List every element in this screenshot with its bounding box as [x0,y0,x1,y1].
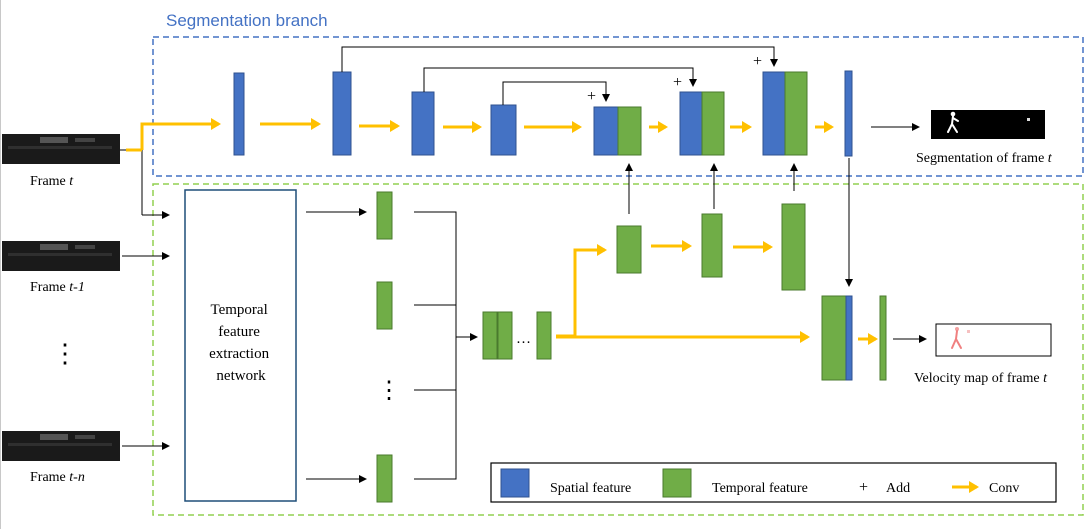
frame-t-label: Frame t [30,174,74,189]
decoder-temporal-3 [784,71,808,156]
velocity-output-image [935,323,1052,357]
spatial-feature-2 [332,71,352,156]
temporal-feature-out-1 [376,191,393,240]
concat-ellipsis: … [516,331,531,347]
decoder-spatial-1 [593,106,619,156]
temporal-feature-out-2 [376,281,393,330]
decoder-spatial-2 [679,91,703,156]
spatial-feature-4 [490,104,517,156]
temporal-network-label: Temporal feature extraction network [209,302,273,384]
temporal-feature-out-n [376,454,393,503]
spatial-feature-3 [411,91,435,156]
velocity-temporal-block [821,295,847,381]
segmentation-branch-box [152,36,1084,177]
add-symbol-3: + [753,53,762,70]
frame-t-n-label: Frame t-n [30,470,85,485]
segmentation-output-label: Segmentation of frame t [916,151,1053,166]
add-symbol-2: + [673,74,682,91]
frame-t-1-image [2,241,120,271]
velocity-spatial-block [845,295,853,381]
temporal-up-1 [616,225,642,274]
temporal-branch-box [152,183,1084,516]
legend-conv-label: Conv [989,481,1019,496]
frames-ellipsis: ⋮ [52,339,78,368]
legend-temporal-swatch [662,468,692,498]
add-symbol-1: + [587,88,596,105]
temporal-concat-block-1 [482,311,498,360]
spatial-feature-1 [233,72,245,156]
frame-t-image [2,134,120,164]
segmentation-branch-title: Segmentation branch [166,11,328,30]
legend: Spatial feature Temporal feature + Add C… [490,462,1057,503]
temporal-up-2 [701,213,723,278]
temporal-up-3 [781,203,806,291]
frame-t-n-image [2,431,120,461]
temporal-concat-block-2 [497,311,513,360]
legend-add-label: Add [886,481,910,496]
temporal-concat-block-3 [536,311,552,360]
legend-temporal-label: Temporal feature [712,481,808,496]
velocity-output-label: Velocity map of frame t [914,371,1048,386]
decoder-temporal-2 [701,91,725,156]
velocity-head [879,295,887,381]
legend-spatial-swatch [500,468,530,498]
temporal-network-box [184,189,297,502]
legend-spatial-label: Spatial feature [550,481,631,496]
legend-add-symbol: + [859,479,868,496]
segmentation-head [844,70,853,157]
segmentation-output-image [931,110,1045,139]
decoder-temporal-1 [617,106,642,156]
frame-t-1-label: Frame t-1 [30,280,85,295]
decoder-spatial-3 [762,71,786,156]
features-ellipsis: ⋮ [377,378,401,404]
